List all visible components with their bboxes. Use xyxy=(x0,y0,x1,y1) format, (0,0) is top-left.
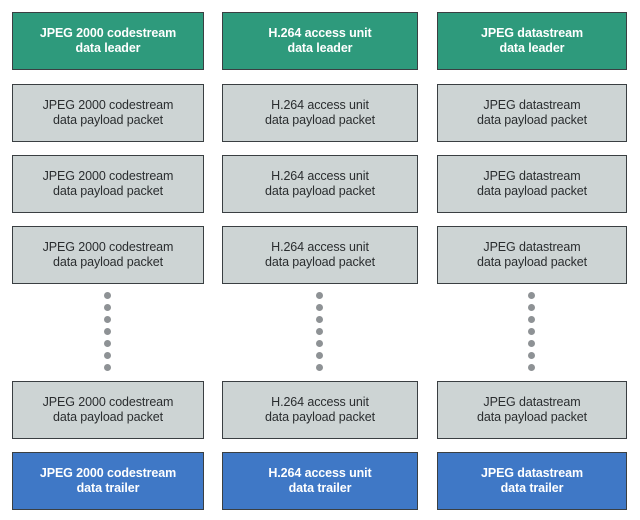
packet-line-1: JPEG 2000 codestream xyxy=(42,169,174,183)
packet-line-1: H.264 access unit xyxy=(271,395,369,409)
ellipsis-dot xyxy=(104,316,111,323)
ellipsis-dot xyxy=(104,328,111,335)
packet-line-2: data payload packet xyxy=(477,410,587,424)
packet-line-1: JPEG datastream xyxy=(483,169,581,183)
packet-line-2: data payload packet xyxy=(477,113,587,127)
jpeg-payload-packet: JPEG datastream data payload packet xyxy=(437,381,627,439)
jpeg-data-trailer: JPEG datastream data trailer xyxy=(437,452,627,510)
ellipsis-dot xyxy=(528,328,535,335)
packet-line-1: H.264 access unit xyxy=(271,240,369,254)
h264-data-trailer: H.264 access unit data trailer xyxy=(222,452,418,510)
ellipsis-dot xyxy=(104,340,111,347)
trailer-line-2: data trailer xyxy=(500,481,564,495)
ellipsis-dot xyxy=(316,292,323,299)
jpeg-data-leader: JPEG datastream data leader xyxy=(437,12,627,70)
h264-payload-packet: H.264 access unit data payload packet xyxy=(222,155,418,213)
packet-line-2: data payload packet xyxy=(265,113,375,127)
jpeg2000-payload-packet: JPEG 2000 codestream data payload packet xyxy=(12,155,204,213)
jpeg2000-payload-packet: JPEG 2000 codestream data payload packet xyxy=(12,381,204,439)
ellipsis-dot xyxy=(104,292,111,299)
jpeg2000-payload-packet: JPEG 2000 codestream data payload packet xyxy=(12,226,204,284)
packet-line-1: JPEG datastream xyxy=(483,240,581,254)
continuation-dots xyxy=(104,292,112,372)
ellipsis-dot xyxy=(316,364,323,371)
continuation-dots xyxy=(528,292,536,372)
packet-line-1: JPEG datastream xyxy=(483,395,581,409)
jpeg-payload-packet: JPEG datastream data payload packet xyxy=(437,155,627,213)
packet-line-2: data payload packet xyxy=(53,255,163,269)
continuation-dots xyxy=(316,292,324,372)
ellipsis-dot xyxy=(104,364,111,371)
jpeg2000-data-trailer: JPEG 2000 codestream data trailer xyxy=(12,452,204,510)
packet-line-2: data payload packet xyxy=(265,255,375,269)
packet-line-2: data payload packet xyxy=(53,113,163,127)
ellipsis-dot xyxy=(528,340,535,347)
ellipsis-dot xyxy=(528,364,535,371)
ellipsis-dot xyxy=(316,340,323,347)
trailer-line-2: data trailer xyxy=(76,481,140,495)
jpeg-payload-packet: JPEG datastream data payload packet xyxy=(437,226,627,284)
jpeg2000-data-leader: JPEG 2000 codestream data leader xyxy=(12,12,204,70)
h264-payload-packet: H.264 access unit data payload packet xyxy=(222,381,418,439)
leader-line-2: data leader xyxy=(75,41,141,55)
trailer-line-2: data trailer xyxy=(288,481,352,495)
jpeg-column: JPEG datastream data leader JPEG datastr… xyxy=(437,0,627,520)
packet-line-2: data payload packet xyxy=(477,255,587,269)
trailer-line-1: JPEG 2000 codestream xyxy=(39,466,177,480)
ellipsis-dot xyxy=(528,304,535,311)
packet-line-2: data payload packet xyxy=(53,184,163,198)
packet-line-2: data payload packet xyxy=(265,410,375,424)
leader-line-1: H.264 access unit xyxy=(268,26,372,40)
ellipsis-dot xyxy=(104,304,111,311)
packet-line-2: data payload packet xyxy=(477,184,587,198)
packet-line-2: data payload packet xyxy=(53,410,163,424)
leader-line-1: JPEG datastream xyxy=(480,26,584,40)
ellipsis-dot xyxy=(316,316,323,323)
leader-line-1: JPEG 2000 codestream xyxy=(39,26,177,40)
ellipsis-dot xyxy=(528,292,535,299)
jpeg-payload-packet: JPEG datastream data payload packet xyxy=(437,84,627,142)
jpeg2000-column: JPEG 2000 codestream data leader JPEG 20… xyxy=(12,0,204,520)
h264-data-leader: H.264 access unit data leader xyxy=(222,12,418,70)
packet-line-1: H.264 access unit xyxy=(271,169,369,183)
ellipsis-dot xyxy=(316,328,323,335)
packet-line-1: H.264 access unit xyxy=(271,98,369,112)
ellipsis-dot xyxy=(104,352,111,359)
h264-payload-packet: H.264 access unit data payload packet xyxy=(222,84,418,142)
packet-line-2: data payload packet xyxy=(265,184,375,198)
leader-line-2: data leader xyxy=(287,41,353,55)
packet-line-1: JPEG datastream xyxy=(483,98,581,112)
ellipsis-dot xyxy=(528,352,535,359)
h264-column: H.264 access unit data leader H.264 acce… xyxy=(222,0,418,520)
ellipsis-dot xyxy=(316,352,323,359)
ellipsis-dot xyxy=(528,316,535,323)
jpeg2000-payload-packet: JPEG 2000 codestream data payload packet xyxy=(12,84,204,142)
trailer-line-1: H.264 access unit xyxy=(268,466,372,480)
trailer-line-1: JPEG datastream xyxy=(480,466,584,480)
leader-line-2: data leader xyxy=(499,41,565,55)
packet-line-1: JPEG 2000 codestream xyxy=(42,240,174,254)
packet-line-1: JPEG 2000 codestream xyxy=(42,98,174,112)
h264-payload-packet: H.264 access unit data payload packet xyxy=(222,226,418,284)
ellipsis-dot xyxy=(316,304,323,311)
packet-line-1: JPEG 2000 codestream xyxy=(42,395,174,409)
